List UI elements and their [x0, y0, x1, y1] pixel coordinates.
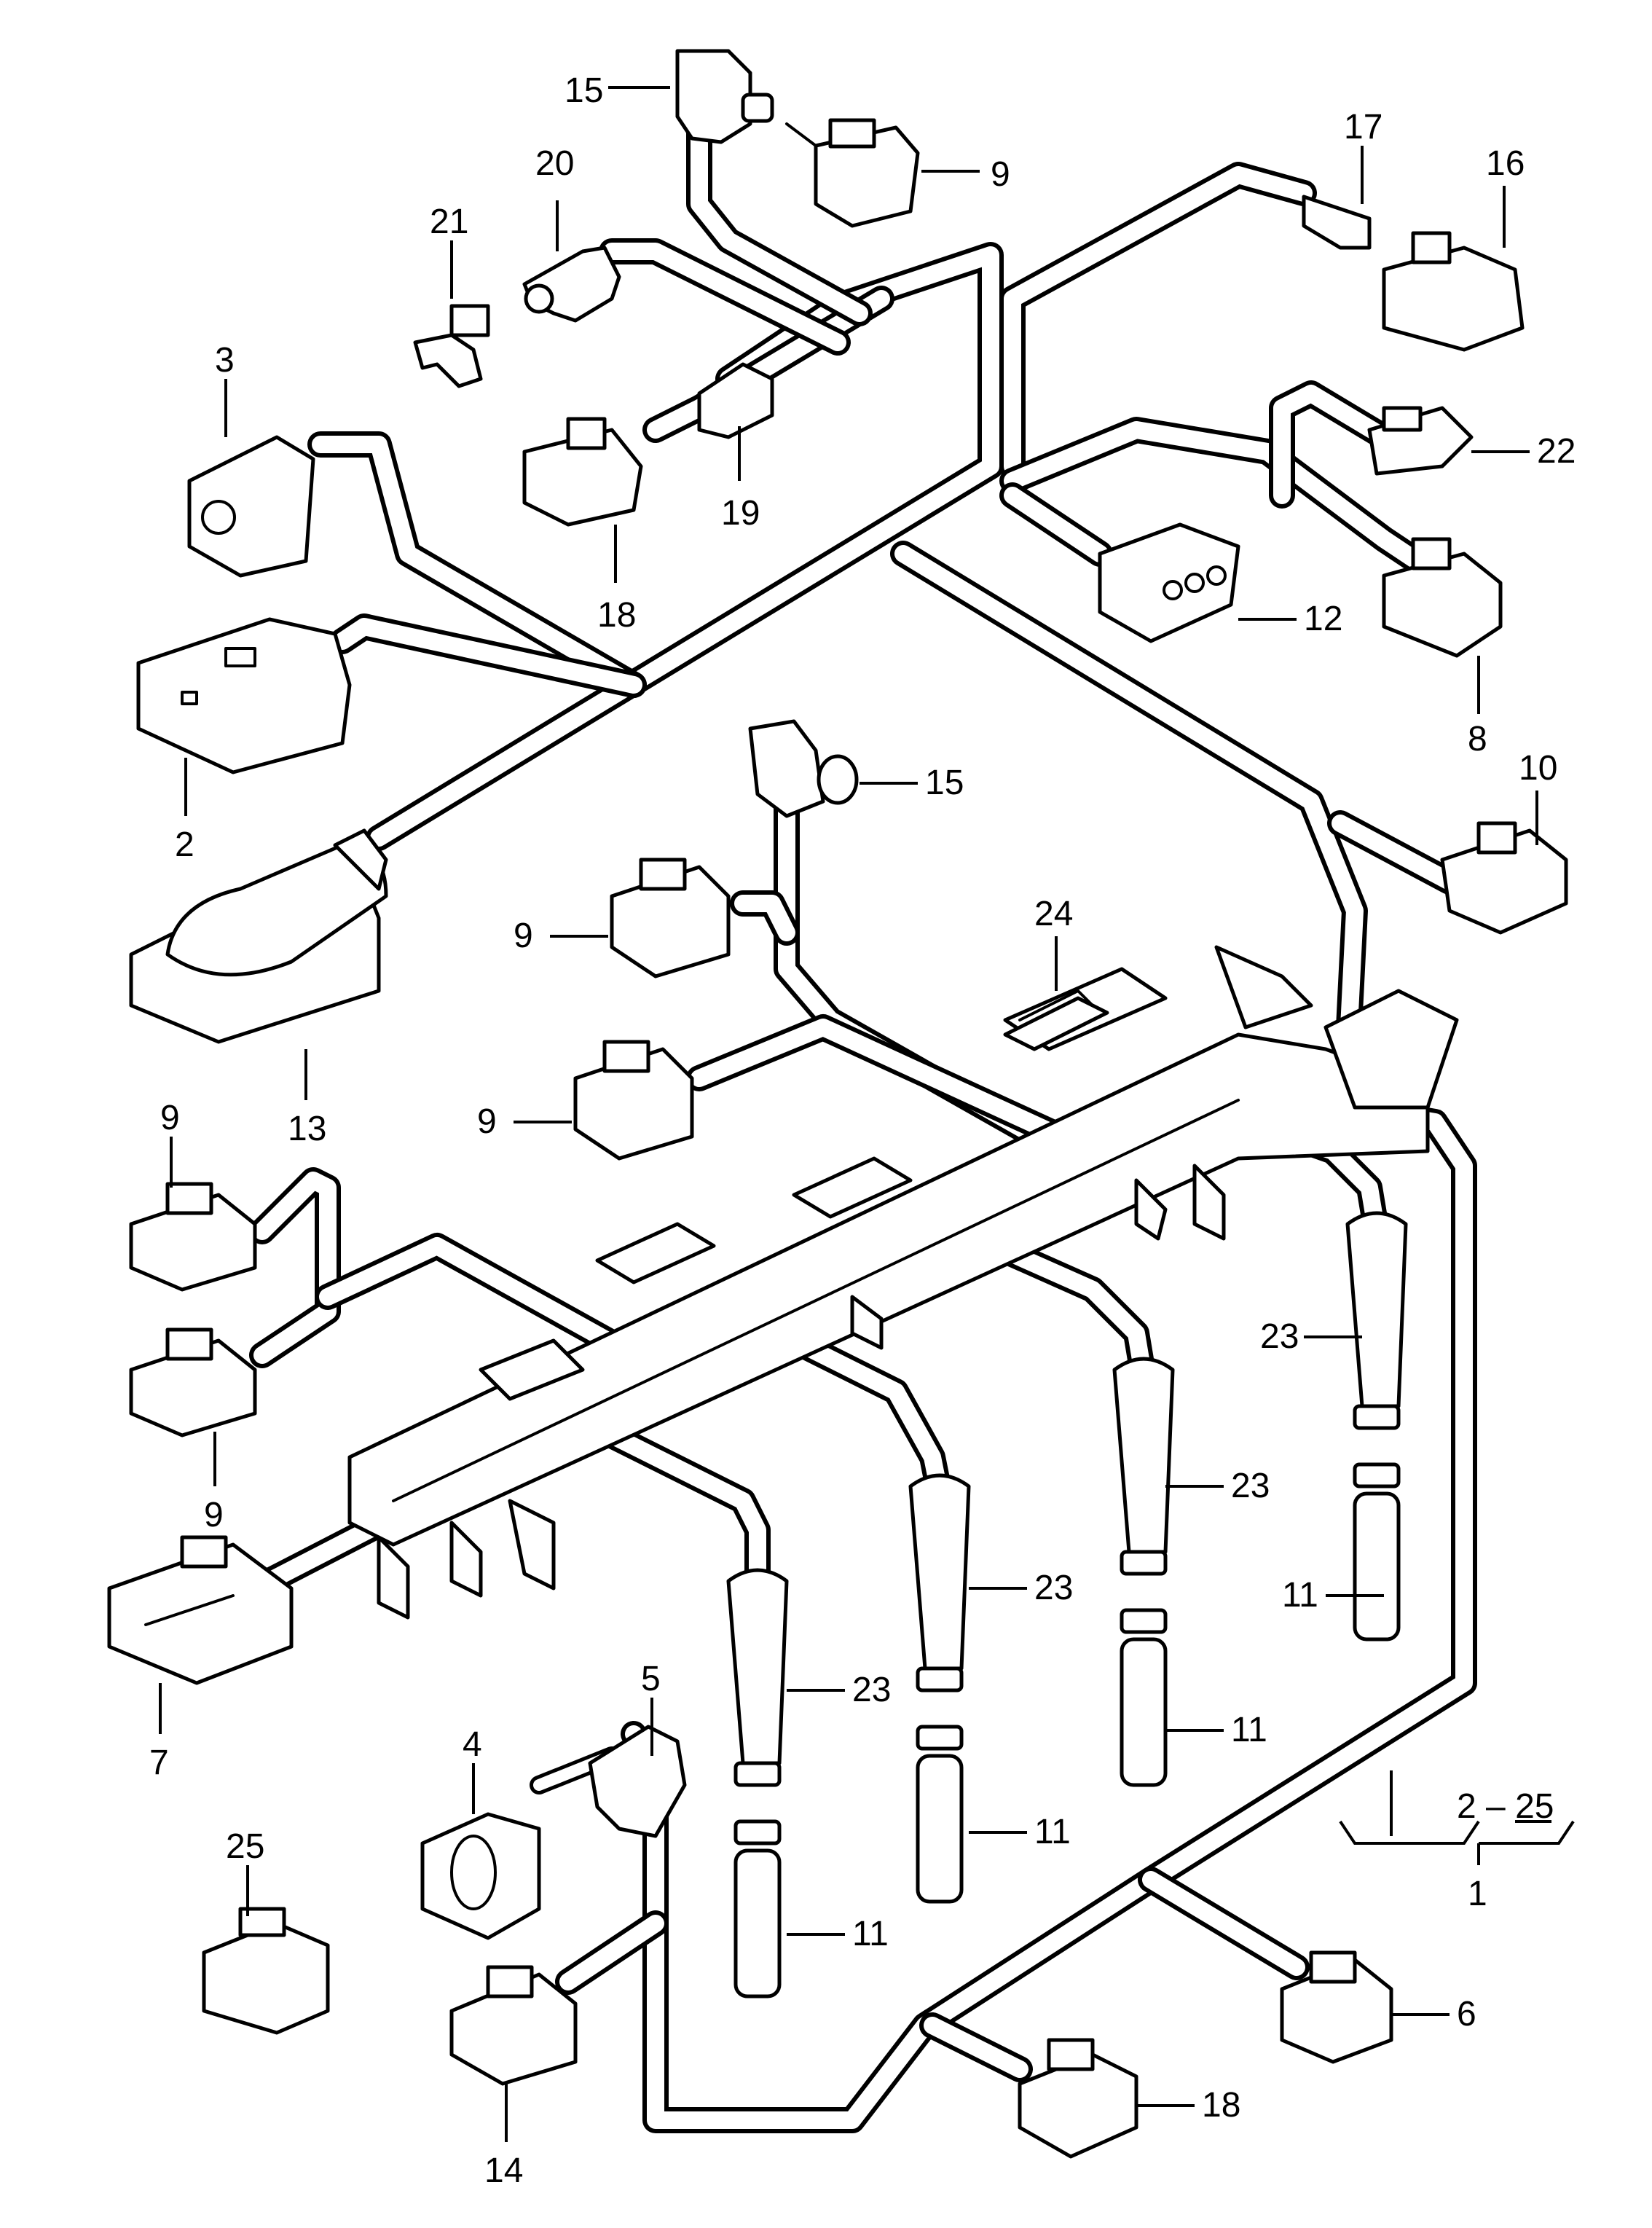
callout-2: 2 — [175, 825, 194, 864]
part-8-connector — [1382, 537, 1503, 658]
part-21-sensor — [413, 304, 490, 388]
callout-3: 3 — [215, 341, 235, 380]
part-18-bottom-connector — [1018, 2038, 1138, 2159]
callout-9-left-b: 9 — [204, 1496, 224, 1534]
harness-wires — [249, 111, 1477, 2133]
callout-11-d: 11 — [852, 1915, 889, 1953]
part-18-top-connector — [522, 417, 643, 527]
part-17-cable-boot — [1302, 195, 1372, 250]
callout-5: 5 — [641, 1660, 661, 1698]
callout-9-mid-b: 9 — [477, 1102, 497, 1141]
callout-4: 4 — [463, 1725, 482, 1764]
callout-9-mid-a: 9 — [514, 917, 533, 955]
part-7-connector — [107, 1535, 294, 1685]
callout-13: 13 — [288, 1110, 326, 1148]
callout-19: 19 — [721, 494, 760, 533]
ignition-lead-4 — [1345, 1211, 1408, 1641]
callout-11-a: 11 — [1282, 1576, 1318, 1615]
part-13-module — [129, 828, 388, 1044]
callout-11-c: 11 — [1034, 1813, 1071, 1851]
leader-lines — [159, 86, 1575, 2142]
callout-23-c: 23 — [1034, 1569, 1073, 1607]
callout-11-b: 11 — [1231, 1711, 1267, 1749]
callout-23-a: 23 — [1260, 1317, 1299, 1356]
part-20-sensor — [522, 246, 621, 323]
callout-9-top: 9 — [991, 155, 1010, 194]
part-22-connector — [1367, 406, 1474, 476]
callout-16: 16 — [1486, 144, 1525, 183]
callout-18-top: 18 — [597, 596, 636, 635]
part-16-connector — [1382, 231, 1525, 352]
part-14-connector — [449, 1965, 578, 2086]
part-24-bracket — [1003, 989, 1109, 1051]
callout-24: 24 — [1034, 895, 1073, 933]
callout-18-bottom: 18 — [1202, 2086, 1240, 2125]
part-9-mid-connector-a — [610, 858, 731, 978]
callout-15-top: 15 — [565, 71, 603, 110]
part-5-elbow — [588, 1725, 687, 1838]
callout-labels: 15 9 20 21 3 19 18 2 13 17 16 22 12 8 10… — [149, 71, 1576, 2190]
callout-8: 8 — [1468, 720, 1487, 758]
callout-12: 12 — [1304, 600, 1342, 638]
part-9-top-connector — [785, 118, 920, 228]
callout-9-left-a: 9 — [160, 1099, 180, 1137]
harness-carrier-rail — [347, 945, 1459, 1620]
callout-10: 10 — [1519, 749, 1557, 788]
part-15-top-elbow — [675, 49, 774, 144]
parts — [107, 49, 1568, 2159]
callout-25: 25 — [226, 1827, 264, 1866]
part-25-connector — [202, 1907, 330, 2035]
callout-1: 1 — [1468, 1875, 1487, 1913]
callout-23-b: 23 — [1231, 1467, 1270, 1505]
ignition-lead-3 — [1112, 1357, 1175, 1787]
part-9-left-connector-b — [129, 1327, 257, 1437]
part-12-connector — [1098, 522, 1240, 643]
part-3-connector — [187, 435, 315, 578]
callout-6: 6 — [1457, 1995, 1476, 2033]
callout-21: 21 — [430, 203, 468, 241]
callout-2-25: 2 – 25 — [1457, 1787, 1554, 1826]
part-10-connector — [1440, 821, 1568, 935]
part-6-connector — [1280, 1950, 1393, 2064]
ignition-lead-1 — [726, 1568, 789, 1998]
callout-22: 22 — [1537, 432, 1576, 471]
callout-7: 7 — [149, 1743, 169, 1782]
part-9-mid-connector-b — [573, 1040, 694, 1161]
part-4-sensor — [420, 1812, 541, 1940]
callout-15-mid: 15 — [925, 764, 964, 802]
part-2-connector — [136, 617, 352, 774]
part-15-mid-elbow — [748, 719, 859, 818]
part-9-left-connector-a — [129, 1182, 257, 1292]
callout-23-d: 23 — [852, 1671, 891, 1709]
callout-20: 20 — [535, 144, 574, 183]
part-19-grommet — [697, 362, 774, 439]
callout-17: 17 — [1344, 108, 1382, 146]
callout-14: 14 — [484, 2151, 523, 2190]
ignition-lead-2 — [908, 1473, 971, 1904]
